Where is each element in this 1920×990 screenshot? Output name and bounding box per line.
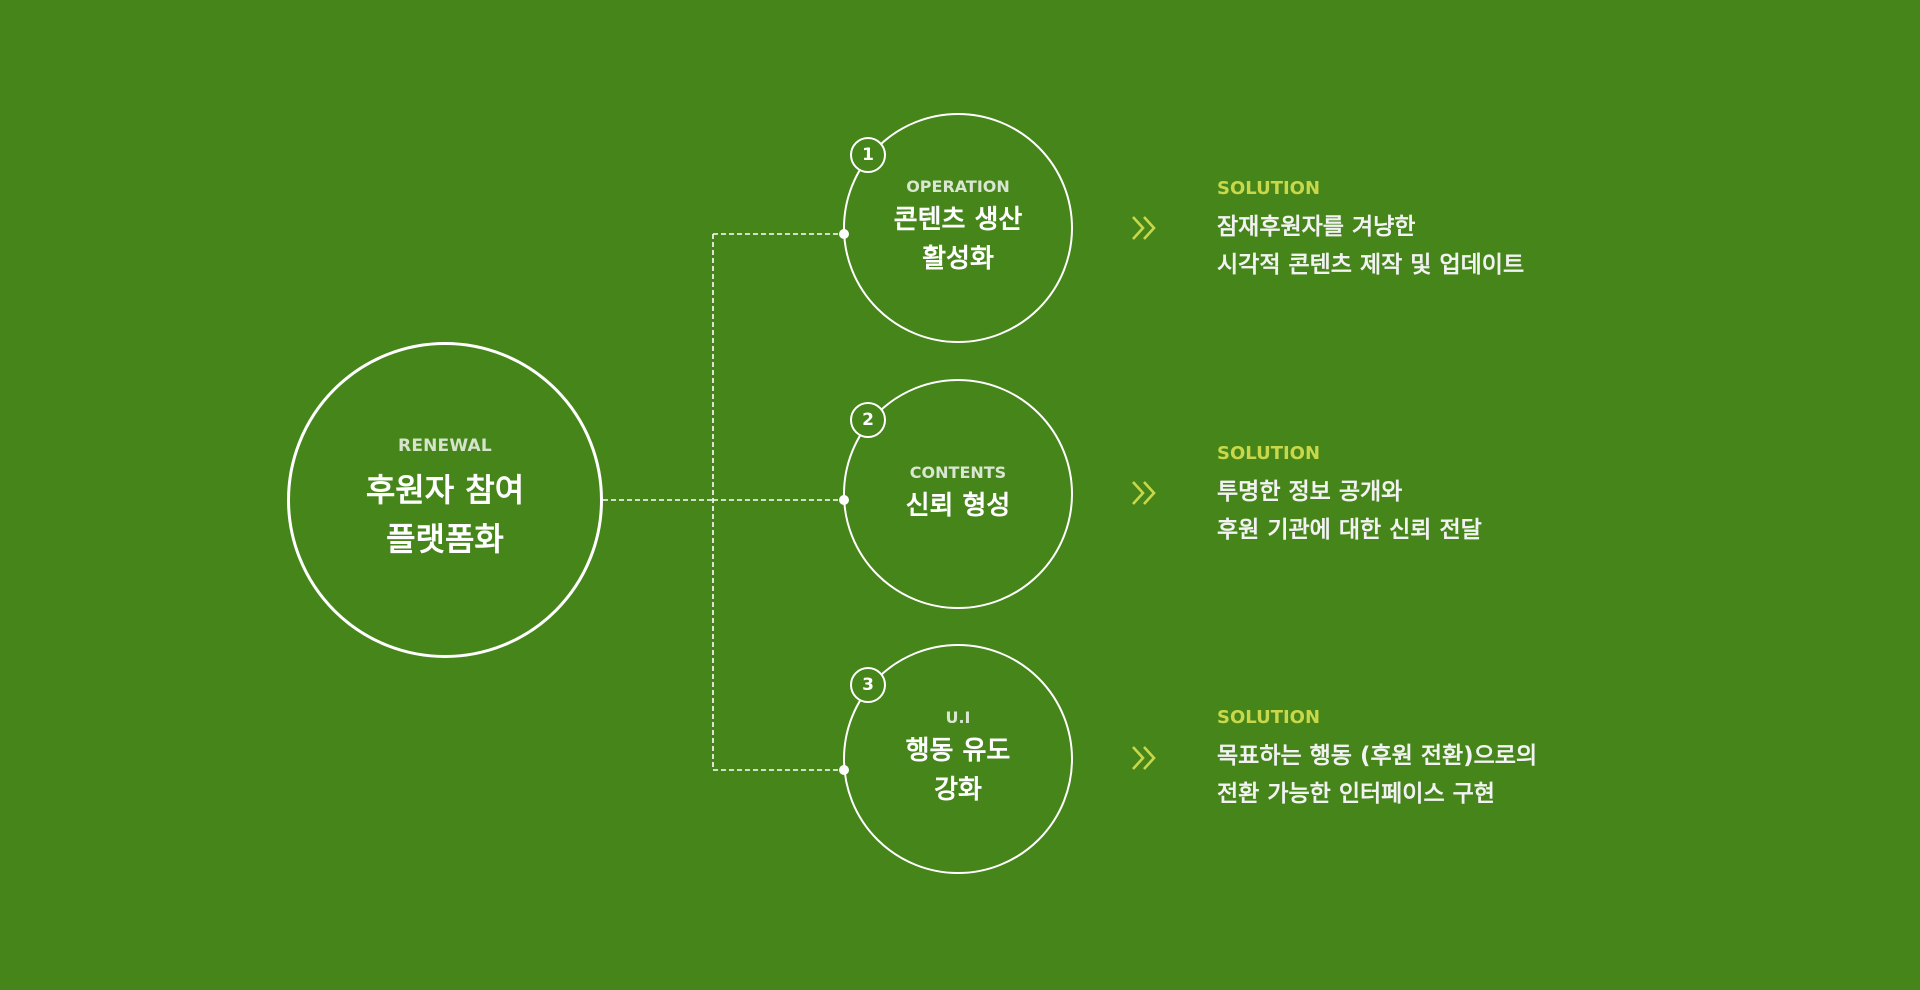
branch-node: U.I 행동 유도 강화	[843, 644, 1073, 874]
solution-block: SOLUTION 투명한 정보 공개와 후원 기관에 대한 신뢰 전달	[1217, 443, 1482, 549]
solution-text-line: 목표하는 행동 (후원 전환)으로의	[1217, 743, 1538, 769]
number-badge: 2	[850, 402, 886, 438]
double-chevron-right-icon	[1132, 481, 1156, 505]
solution-label: SOLUTION	[1217, 178, 1321, 199]
branch-title-line: 신뢰 형성	[905, 490, 1011, 521]
double-chevron-right-icon	[1132, 746, 1156, 770]
branch-eyebrow: CONTENTS	[909, 462, 1007, 482]
number-badge: 1	[850, 137, 886, 173]
center-eyebrow: RENEWAL	[398, 436, 492, 456]
number-badge: 3	[850, 667, 886, 703]
branch-title: 신뢰 형성	[906, 487, 1011, 526]
solution-block: SOLUTION 잠재후원자를 겨냥한 시각적 콘텐츠 제작 및 업데이트	[1217, 178, 1524, 284]
solution-text-line: 시각적 콘텐츠 제작 및 업데이트	[1217, 252, 1525, 278]
branch-title-line: 활성화	[922, 244, 994, 274]
branch-title: 행동 유도 강화	[906, 732, 1011, 810]
center-node: RENEWAL 후원자 참여 플랫폼화	[287, 342, 603, 658]
solution-text-line: 잠재후원자를 겨냥한	[1217, 214, 1416, 240]
branch-title-line: 강화	[934, 775, 982, 805]
center-title: 후원자 참여 플랫폼화	[366, 466, 524, 564]
double-chevron-right-icon	[1132, 216, 1156, 240]
branch-eyebrow: U.I	[945, 708, 971, 727]
solution-block: SOLUTION 목표하는 행동 (후원 전환)으로의 전환 가능한 인터페이스…	[1217, 707, 1537, 813]
branch-title-line: 콘텐츠 생산	[893, 205, 1023, 235]
solution-text-line: 투명한 정보 공개와	[1217, 479, 1403, 505]
branch-title-line: 행동 유도	[905, 736, 1011, 766]
solution-label: SOLUTION	[1217, 707, 1321, 728]
center-title-line: 플랫폼화	[386, 520, 504, 558]
branch-node: CONTENTS 신뢰 형성	[843, 379, 1073, 609]
solution-text-line: 전환 가능한 인터페이스 구현	[1217, 781, 1495, 807]
solution-label: SOLUTION	[1217, 443, 1321, 464]
branch-title: 콘텐츠 생산 활성화	[894, 201, 1023, 279]
branch-eyebrow: OPERATION	[906, 177, 1010, 196]
solution-text-line: 후원 기관에 대한 신뢰 전달	[1217, 517, 1482, 543]
branch-node: OPERATION 콘텐츠 생산 활성화	[843, 113, 1073, 343]
center-title-line: 후원자 참여	[365, 471, 525, 509]
